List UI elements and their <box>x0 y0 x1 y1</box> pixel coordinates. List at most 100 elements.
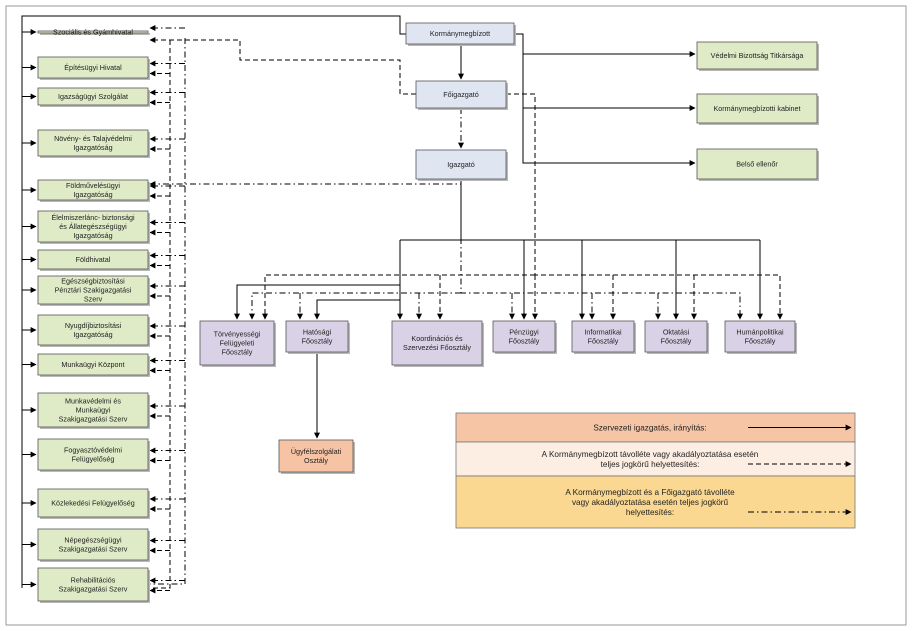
edge-left-dashdot-spine <box>150 38 186 585</box>
edge-km-ellenor <box>522 108 696 166</box>
legend-row-dashdot-label-line: helyettesítés: <box>626 508 674 517</box>
oktatasi-box-box <box>644 320 708 353</box>
left-unit-15-label-line: Szakigazgatási Szerv <box>59 585 128 594</box>
legend-row-dashdot-label-line: A Kormánymegbízott és a Főigazgató távol… <box>565 488 735 497</box>
left-unit-12-label-line: Felügyelőség <box>72 455 115 464</box>
informatikai-box-label-line: Informatikai <box>584 328 622 337</box>
kabinet-box: Kormánymegbízotti kabinet <box>696 93 819 125</box>
left-unit-1-shadow <box>40 33 150 35</box>
edge-left-dashed-spine <box>150 40 171 589</box>
legend-row-dashdot: A Kormánymegbízott és a Főigazgató távol… <box>455 475 856 529</box>
left-unit-10-box <box>37 353 149 376</box>
edge-bus-hatosagi <box>314 285 401 320</box>
left-unit-7-box <box>37 249 149 270</box>
left-unit-5-label-line: Igazgatóság <box>73 190 112 199</box>
igazgato-box-box <box>415 149 507 180</box>
left-unit-6-label-line: Élelmiszerlánc- biztonsági <box>51 213 134 222</box>
left-unit-5-label-line: Földművelésügyi <box>66 181 120 190</box>
left-unit-4-label-line: Növény- és Talajvédelmi <box>54 134 132 143</box>
foigazgato-box-box <box>415 80 507 109</box>
edge-foigazgato-left-dashed <box>149 37 416 95</box>
torvenyessegi-box-label-line: Főosztály <box>222 348 253 357</box>
legend: Szervezeti igazgatás, irányítás:A Kormán… <box>455 412 856 529</box>
legend-row-dashdot-label-line: vagy akadályoztatása esetén teljes jogkö… <box>572 498 729 507</box>
edge-foigazgato-dept-dashed <box>506 93 783 320</box>
foigazgato-box-label: Főigazgató <box>443 90 479 99</box>
left-unit-3-box <box>37 87 149 106</box>
torvenyessegi-box-box <box>199 320 275 366</box>
left-unit-7-label-line: Földhivatal <box>76 255 111 264</box>
edge-km-vedelmi <box>514 33 696 57</box>
oktatasi-box-label-line: Oktatási <box>663 328 690 337</box>
page-frame <box>5 5 907 626</box>
ugyfelszolgalati-box-label-line: Osztály <box>304 456 328 465</box>
left-unit-1-box <box>37 30 149 34</box>
left-unit-11-label-line: Munkaügyi <box>76 406 111 415</box>
legend-row-dashed-label-line: A Kormánymegbízott távolléte vagy akadál… <box>542 450 759 459</box>
left-unit-10: Munkaügyi Központ <box>37 353 150 377</box>
left-unit-7: Földhivatal <box>37 249 150 271</box>
left-unit-14-label-line: Szakigazgatási Szerv <box>59 545 128 554</box>
legend-row-dashed: A Kormánymegbízott távolléte vagy akadál… <box>455 441 856 477</box>
left-unit-8-label-line: Pénztári Szakigazgatási <box>55 286 132 295</box>
igazgato-box-label: Igazgató <box>447 160 475 169</box>
oktatasi-box-label-line: Főosztály <box>661 337 692 346</box>
humanpolitikai-box-label-line: Humánpolitikai <box>736 328 784 337</box>
left-unit-11-label-line: Munkavédelmi és <box>65 397 121 406</box>
left-unit-6-label-line: Igazgatóság <box>73 231 112 240</box>
kormanymegbizott-box-box <box>405 22 515 45</box>
edge-igazgato-dept-dashdot <box>460 184 743 320</box>
edge-dashdot-torvenyessegi <box>249 292 461 320</box>
left-unit-2-box <box>37 56 149 79</box>
connector-layer <box>21 15 783 594</box>
left-unit-3-label-line: Igazságügyi Szolgálat <box>58 92 128 101</box>
left-unit-6-box <box>37 210 149 243</box>
left-unit-8-box <box>37 275 149 305</box>
torvenyessegi-box-label-line: Felügyeleti <box>220 339 255 348</box>
legend-row-dashed-label-line: teljes jogkörű helyettesítés: <box>601 460 700 469</box>
ugyfelszolgalati-box-box <box>278 439 354 473</box>
kabinet-box-box <box>696 93 818 124</box>
vedelmi-box: Védelmi Bizottság Titkársága <box>696 41 819 71</box>
left-unit-13-box <box>37 488 149 518</box>
humanpolitikai-box-box <box>724 320 796 353</box>
legend-row-dashed-box <box>455 441 856 477</box>
left-unit-14-label-line: Népegészségügyi <box>64 536 122 545</box>
edge-bus-torvenyessegi <box>234 240 401 320</box>
penzugyi-box-label-line: Pénzügyi <box>509 328 539 337</box>
left-unit-1-label-line: Szociális és Gyámhivatal <box>53 28 133 37</box>
left-unit-13-label-line: Közlekedési Felügyelőség <box>51 499 135 508</box>
left-unit-14-box <box>37 528 149 561</box>
left-unit-12-box <box>37 438 149 471</box>
left-unit-15-box <box>37 567 149 602</box>
edge-igazgato-left-dashdot <box>149 179 462 187</box>
ellenor-box: Belső ellenőr <box>696 148 819 181</box>
left-unit-13: Közlekedési Felügyelőség <box>37 488 150 519</box>
vedelmi-box-label: Védelmi Bizottság Titkársága <box>711 51 804 60</box>
ellenor-box-box <box>696 148 818 180</box>
humanpolitikai-box-label-line: Főosztály <box>745 337 776 346</box>
edge-dashed-torvenyessegi <box>262 274 535 320</box>
left-unit-3: Igazságügyi Szolgálat <box>37 87 150 107</box>
left-unit-4-label-line: Igazgatóság <box>73 143 112 152</box>
left-unit-8-label-line: Egészségbiztosítási <box>61 277 125 286</box>
ugyfelszolgalati-box-label-line: Ügyfélszolgálati <box>291 447 342 456</box>
informatikai-box-box <box>571 320 635 353</box>
left-unit-4-box <box>37 129 149 157</box>
